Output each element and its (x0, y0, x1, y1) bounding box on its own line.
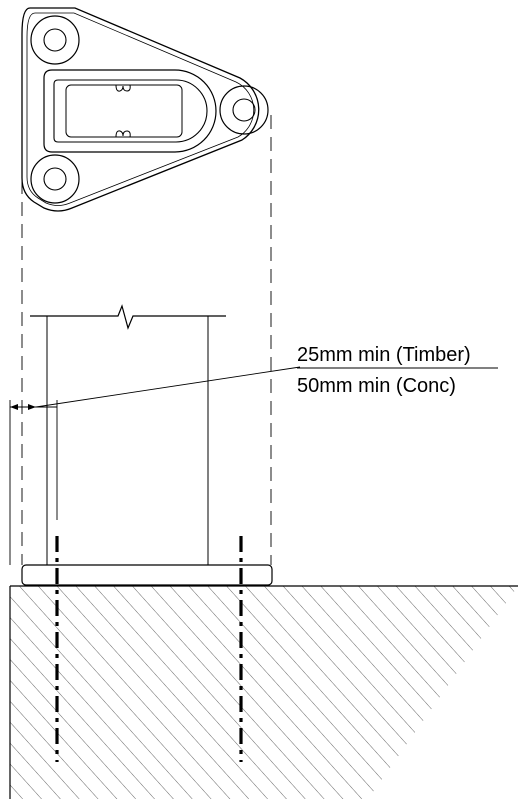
annotation-line-timber: 25mm min (Timber) (297, 344, 471, 366)
base-plate-elevation (21, 564, 273, 586)
projection-lines (21, 115, 272, 565)
substrate-hatch (9, 585, 518, 799)
dimension-arrow-right-icon (28, 404, 36, 410)
post-section (43, 69, 217, 153)
plate-outline-inner (26, 12, 255, 206)
plate-outline (21, 7, 260, 212)
bolt-hole-bottom-left (30, 154, 80, 204)
edge-distance-dimension (9, 366, 301, 565)
break-line (30, 304, 226, 330)
dimension-arrow-left-icon (10, 404, 18, 410)
plate-plan-view (21, 7, 269, 212)
bolt-hole-top-left (30, 15, 80, 65)
annotation-line-concrete: 50mm min (Conc) (297, 375, 456, 397)
anchor-bolts (55, 536, 243, 762)
edge-distance-annotation: 25mm min (Timber) 50mm min (Conc) (297, 344, 498, 397)
post-elevation (30, 304, 226, 565)
bolt-hole-right (219, 85, 269, 135)
